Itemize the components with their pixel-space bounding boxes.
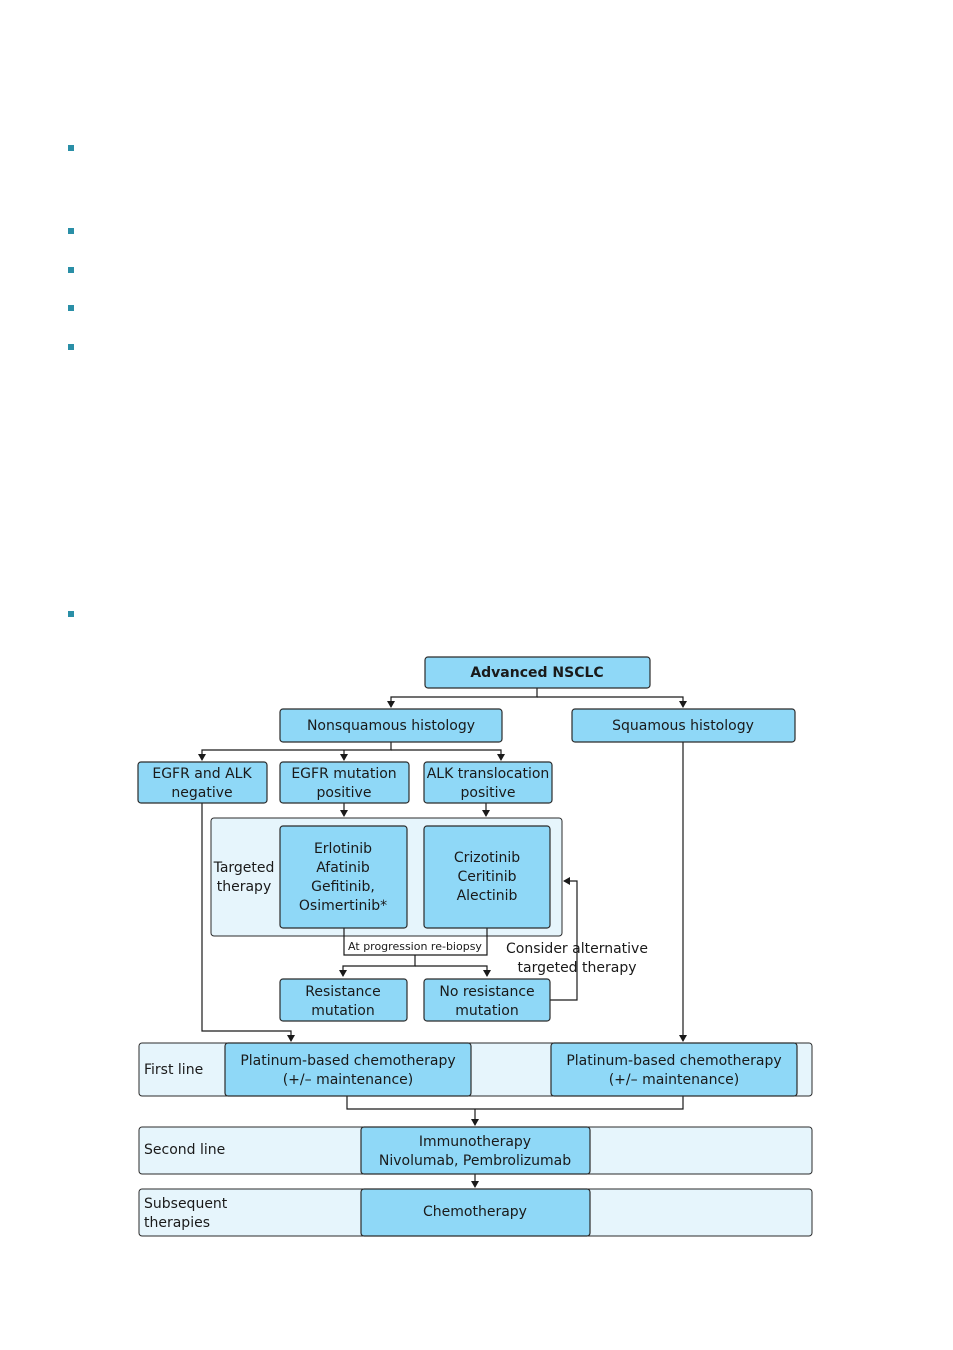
label-targeted-therapy: therapy <box>217 879 271 895</box>
label-egfr-alk-negative: negative <box>171 785 232 801</box>
bullet-marker <box>68 305 74 311</box>
box-egfr-positive <box>279 761 410 804</box>
box-egfr-drugs <box>279 825 408 929</box>
bullet-marker <box>68 145 74 151</box>
drug-alectinib: Alectinib <box>457 888 518 904</box>
label-alk-positive: ALK translocation <box>427 766 550 782</box>
label-targeted-therapy: Targeted <box>213 860 275 876</box>
drug-erlotinib: Erlotinib <box>314 841 372 857</box>
drug-ceritinib: Ceritinib <box>457 869 516 885</box>
box-no-resistance <box>423 978 551 1022</box>
label-chemotherapy: Chemotherapy <box>423 1204 527 1220</box>
label-consider-alternative: targeted therapy <box>518 960 637 976</box>
box-alk-drugs <box>423 825 551 929</box>
label-no-resistance: mutation <box>455 1003 518 1019</box>
label-platinum-left: (+/– maintenance) <box>283 1072 414 1088</box>
label-rebiopsy: At progression re-biopsy <box>348 940 482 953</box>
label-egfr-alk-negative: EGFR and ALK <box>152 766 252 782</box>
label-egfr-positive: positive <box>317 785 372 801</box>
bullet-marker <box>68 267 74 273</box>
box-alk-positive <box>423 761 553 804</box>
box-immunotherapy <box>360 1126 591 1175</box>
drug-osimertinib: Osimertinib* <box>299 898 387 914</box>
label-second-line: Second line <box>144 1142 225 1158</box>
bullet-marker <box>68 228 74 234</box>
box-platinum-left <box>224 1042 472 1097</box>
label-immunotherapy: Immunotherapy <box>419 1134 531 1150</box>
label-platinum-left: Platinum-based chemotherapy <box>240 1053 455 1069</box>
label-subsequent: Subsequent <box>144 1196 228 1212</box>
box-nonsquamous <box>279 708 503 743</box>
bullet-marker <box>68 344 74 350</box>
label-platinum-right: Platinum-based chemotherapy <box>566 1053 781 1069</box>
label-nonsquamous: Nonsquamous histology <box>307 718 475 734</box>
label-alk-positive: positive <box>461 785 516 801</box>
bullet-marker <box>68 611 74 617</box>
box-platinum-right <box>550 1042 798 1097</box>
label-immunotherapy: Nivolumab, Pembrolizumab <box>379 1153 571 1169</box>
label-subsequent: therapies <box>144 1215 210 1231</box>
label-squamous: Squamous histology <box>612 718 754 734</box>
label-no-resistance: No resistance <box>439 984 534 1000</box>
label-resistance: Resistance <box>305 984 380 1000</box>
label-platinum-right: (+/– maintenance) <box>609 1072 740 1088</box>
box-squamous <box>571 708 796 743</box>
drug-gefitinib: Gefitinib, <box>311 879 375 895</box>
box-advanced-nsclc <box>424 656 651 689</box>
box-resistance <box>279 978 408 1022</box>
drug-crizotinib: Crizotinib <box>454 850 520 866</box>
box-egfr-alk-negative <box>137 761 268 804</box>
label-resistance: mutation <box>311 1003 374 1019</box>
drug-afatinib: Afatinib <box>316 860 370 876</box>
box-chemotherapy <box>360 1188 591 1237</box>
label-consider-alternative: Consider alternative <box>506 941 648 957</box>
label-first-line: First line <box>144 1062 203 1078</box>
label-advanced-nsclc: Advanced NSCLC <box>470 665 603 681</box>
label-egfr-positive: EGFR mutation <box>291 766 396 782</box>
